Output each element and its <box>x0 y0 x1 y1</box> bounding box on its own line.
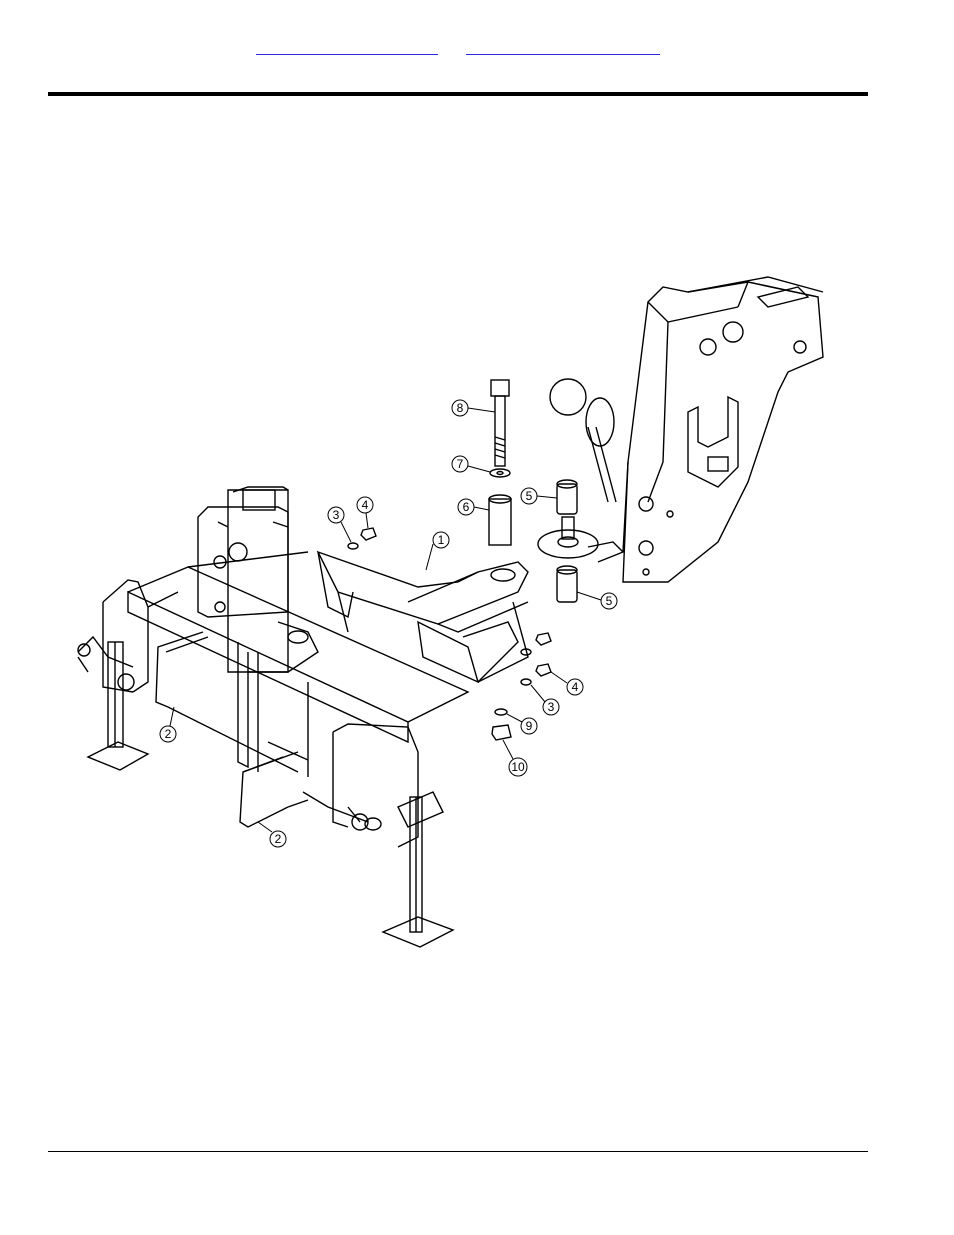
callout-7: 7 <box>452 456 490 472</box>
svg-text:4: 4 <box>362 498 369 512</box>
callout-5b: 5 <box>577 592 617 609</box>
svg-text:3: 3 <box>333 508 340 522</box>
svg-text:9: 9 <box>526 719 533 733</box>
svg-text:6: 6 <box>463 500 470 514</box>
svg-text:7: 7 <box>457 457 464 471</box>
callout-4a: 4 <box>357 497 373 528</box>
parts-diagram: 1 2 2 3 3 4 4 5 5 6 <box>48 262 828 952</box>
svg-text:2: 2 <box>275 832 282 846</box>
svg-text:5: 5 <box>606 594 613 608</box>
callout-2a: 2 <box>160 707 176 742</box>
svg-text:3: 3 <box>548 700 555 714</box>
right-jack <box>303 724 453 947</box>
callout-8: 8 <box>452 400 495 416</box>
footer-rule <box>48 1151 868 1152</box>
callout-9: 9 <box>507 714 537 734</box>
callout-4b: 4 <box>551 672 583 695</box>
hitch-pivot <box>538 517 623 562</box>
bolt-stack <box>489 380 511 545</box>
callout-2b: 2 <box>258 822 286 847</box>
hitch-tongue <box>318 552 528 682</box>
callout-10: 10 <box>503 740 527 776</box>
svg-text:10: 10 <box>511 760 525 774</box>
svg-text:2: 2 <box>165 727 172 741</box>
callout-1: 1 <box>426 532 449 570</box>
implement-frame <box>623 277 823 582</box>
svg-text:1: 1 <box>438 533 445 547</box>
header-link-1[interactable] <box>256 38 438 55</box>
bushing <box>557 480 577 602</box>
callout-3b: 3 <box>531 685 559 715</box>
svg-text:8: 8 <box>457 401 464 415</box>
svg-text:5: 5 <box>526 489 533 503</box>
header-rule <box>48 92 868 96</box>
svg-text:4: 4 <box>572 680 579 694</box>
callout-3a: 3 <box>328 507 351 542</box>
callout-5a: 5 <box>521 488 557 504</box>
u-bolt <box>156 632 308 827</box>
header-link-2[interactable] <box>466 38 660 55</box>
callout-6: 6 <box>458 499 489 515</box>
